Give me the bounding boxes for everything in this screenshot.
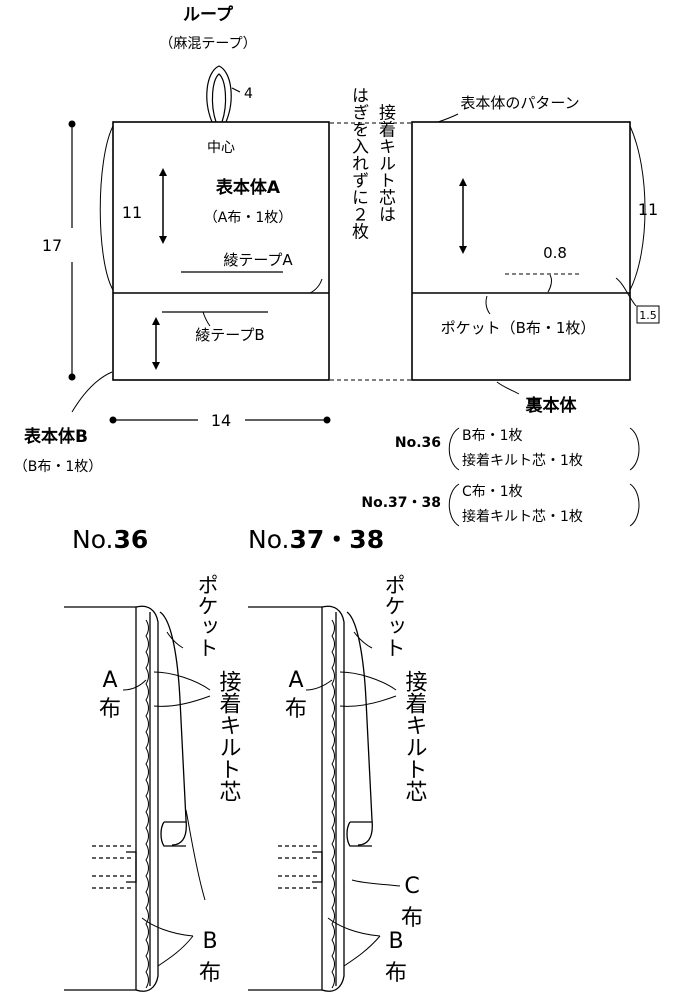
pocket-margin-box <box>636 305 660 324</box>
no3738-brace-left <box>448 483 460 527</box>
section3738-title: No.37・38 <box>248 525 384 554</box>
section3738-c-cloth-1: C <box>404 874 419 899</box>
no36-brace-right <box>629 427 640 471</box>
no36-spec-line1: B布・1枚 <box>462 428 523 444</box>
tape-a-label: 綾テープA <box>223 251 293 269</box>
loop-title: ループ <box>183 4 234 25</box>
section36-b-cloth-2: 布 <box>199 961 221 986</box>
back-body <box>411 121 631 381</box>
section3738-leaders <box>305 631 401 967</box>
front-body <box>112 121 330 381</box>
loop-material: （麻混テープ） <box>159 36 256 52</box>
front-b-sub: （B布・1枚） <box>14 459 103 475</box>
note-col-1: 接着キルト芯は <box>375 103 396 222</box>
back-title-leader <box>496 381 520 395</box>
front-a-title: 表本体A <box>216 177 281 198</box>
no36-spec-label: No.36 <box>395 435 441 451</box>
back-dim-height: 11 <box>638 200 658 219</box>
section3738-a-cloth-2: 布 <box>285 697 307 722</box>
loop-width-dim: 4 <box>244 86 253 102</box>
pocket-leader <box>485 295 491 315</box>
section36-pocket-label: ポケット <box>195 574 219 658</box>
tape-b-label: 綾テープB <box>195 326 264 344</box>
back-pocket-label: ポケット（B布・1枚） <box>441 319 596 337</box>
section3738-interfacing-label: 接着キルト芯 <box>402 670 428 802</box>
back-pattern-label: 表本体のパターン <box>460 94 579 112</box>
section3738-b-cloth-1: B <box>388 929 403 954</box>
dim-a-height: 11 <box>122 203 142 222</box>
section36-a-cloth-2: 布 <box>99 697 121 722</box>
dim-a-height-curve <box>99 125 114 291</box>
no3738-spec-label: No.37・38 <box>361 495 441 511</box>
back-dim-pocket-offset: 0.8 <box>543 244 567 262</box>
section3738-a-cloth-1: A <box>288 668 303 693</box>
front-a-sub: （A布・1枚） <box>204 210 292 226</box>
loop-shape <box>206 65 241 123</box>
tape-b-leader <box>202 311 211 327</box>
no3738-spec-line1: C布・1枚 <box>462 484 523 500</box>
pocket-offset-leader <box>547 274 552 293</box>
section36-b-cloth-1: B <box>202 929 217 954</box>
no3738-spec-line2: 接着キルト芯・1枚 <box>462 508 583 525</box>
section36-leaders <box>122 631 211 967</box>
front-b-title: 表本体B <box>24 426 88 447</box>
section3738-cross-section <box>248 605 373 992</box>
section36-cross-section <box>64 605 187 992</box>
section3738-pocket-label: ポケット <box>382 574 406 658</box>
no36-spec-line2: 接着キルト芯・1枚 <box>462 452 583 469</box>
section3738-c-cloth-2: 布 <box>401 906 423 931</box>
note-col-2: はぎを入れずに２枚 <box>348 87 369 240</box>
section3738-b-cloth-2: 布 <box>385 961 407 986</box>
section36-title: No.36 <box>72 525 148 554</box>
section36-interfacing-label: 接着キルト芯 <box>216 670 242 802</box>
dim-total-height: 17 <box>42 236 62 255</box>
front-b-leader <box>71 371 113 413</box>
no36-brace-left <box>448 427 460 471</box>
dim-width: 14 <box>211 411 231 430</box>
back-title: 裏本体 <box>525 395 578 416</box>
back-dim-height-curve <box>629 125 646 291</box>
section36-a-cloth-1: A <box>102 668 117 693</box>
no3738-brace-right <box>629 483 640 527</box>
back-pattern-leader <box>437 113 459 123</box>
back-dim-pocket-margin: 1.5 <box>639 309 657 322</box>
center-label: 中心 <box>207 140 235 156</box>
tape-a-leader <box>309 278 323 294</box>
pocket-margin-leader <box>615 277 637 307</box>
